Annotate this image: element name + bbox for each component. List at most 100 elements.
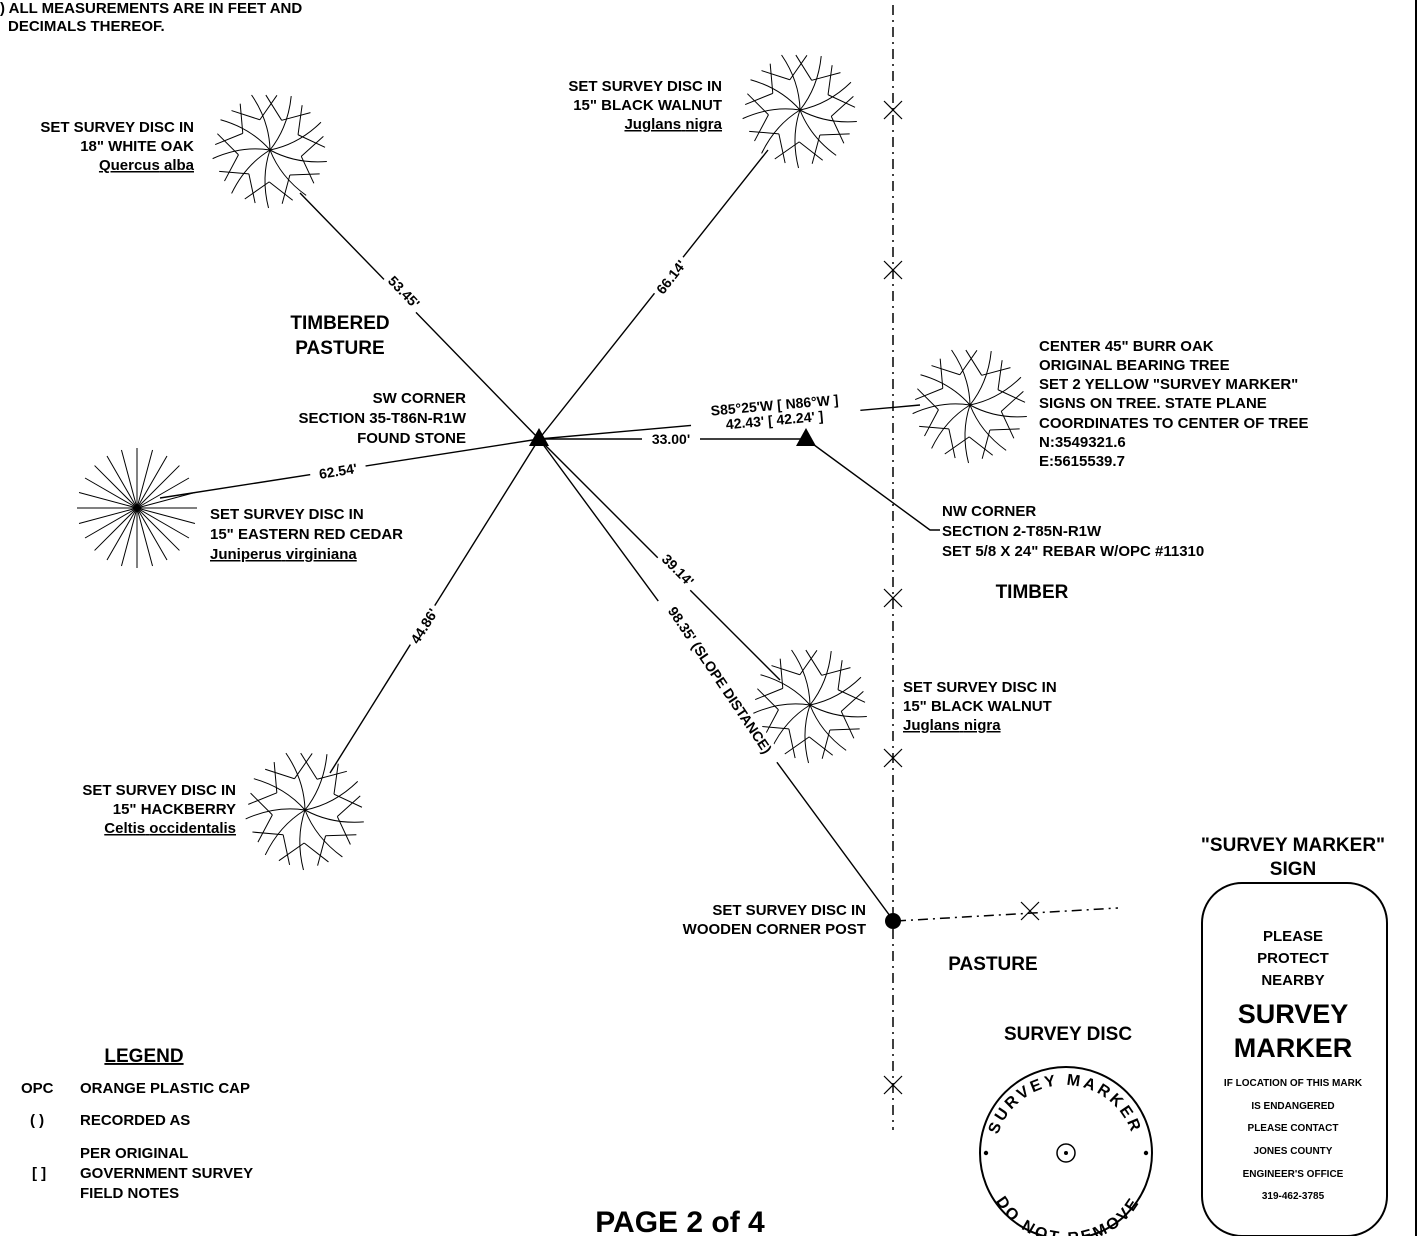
- svg-text:SET SURVEY DISC IN: SET SURVEY DISC IN: [82, 782, 236, 799]
- svg-text:N:3549321.6: N:3549321.6: [1039, 434, 1126, 451]
- dist-corner-post: 98.35' (SLOPE DISTANCE): [665, 604, 775, 757]
- page-number: PAGE 2 of 4: [595, 1206, 765, 1236]
- svg-text:SECTION 35-T86N-R1W: SECTION 35-T86N-R1W: [298, 410, 466, 427]
- svg-text:15" HACKBERRY: 15" HACKBERRY: [113, 801, 236, 818]
- area-label-timbered-pasture: PASTURE: [295, 338, 384, 359]
- note-line-1: ) ALL MEASUREMENTS ARE IN FEET AND: [0, 0, 302, 17]
- disc-top-text: SURVEY MARKER: [986, 1072, 1145, 1137]
- svg-text:COORDINATES TO CENTER OF TREE: COORDINATES TO CENTER OF TREE: [1039, 415, 1308, 432]
- svg-text:FIELD NOTES: FIELD NOTES: [80, 1185, 179, 1202]
- black-walnut-north-tree: [742, 54, 857, 169]
- burr-oak-tree: [912, 349, 1027, 464]
- tree-symbols: [77, 54, 1027, 871]
- svg-text:SIGNS ON TREE. STATE PLANE: SIGNS ON TREE. STATE PLANE: [1039, 395, 1267, 412]
- area-label-pasture: PASTURE: [948, 954, 1037, 975]
- svg-text:15" BLACK WALNUT: 15" BLACK WALNUT: [573, 97, 722, 114]
- svg-text:PLEASE CONTACT: PLEASE CONTACT: [1248, 1123, 1339, 1134]
- svg-text:Juglans nigra: Juglans nigra: [624, 116, 722, 133]
- dist-nw-corner: 33.00': [652, 431, 690, 447]
- disc-bottom-text: DO NOT REMOVE: [992, 1194, 1144, 1236]
- white-oak-tree: [212, 94, 327, 209]
- fence-post-mark: [883, 260, 903, 280]
- svg-text:SET SURVEY DISC IN: SET SURVEY DISC IN: [712, 902, 866, 919]
- fence-line-horizontal: [895, 907, 1119, 922]
- hackberry-tree: [245, 752, 364, 871]
- svg-text:GOVERNMENT SURVEY: GOVERNMENT SURVEY: [80, 1165, 253, 1182]
- survey-disc-illustration: SURVEY DISC SURVEY MARKER DO NOT REMOVE: [979, 1024, 1153, 1236]
- sw-corner-label: SW CORNER SECTION 35-T86N-R1W FOUND STON…: [298, 390, 466, 447]
- burr-oak-label: CENTER 45" BURR OAK ORIGINAL BEARING TRE…: [1039, 338, 1308, 470]
- svg-text:Quercus alba: Quercus alba: [99, 157, 195, 174]
- svg-text:PLEASE: PLEASE: [1263, 928, 1323, 945]
- red-cedar-label: SET SURVEY DISC IN 15" EASTERN RED CEDAR…: [210, 506, 403, 563]
- leader-nw-corner: [805, 438, 940, 531]
- svg-text:ENGINEER'S OFFICE: ENGINEER'S OFFICE: [1243, 1169, 1344, 1180]
- fence-post-marks: [883, 100, 1040, 1095]
- svg-text:SET SURVEY DISC IN: SET SURVEY DISC IN: [40, 119, 194, 136]
- black-walnut-north-label: SET SURVEY DISC IN 15" BLACK WALNUT Jugl…: [568, 78, 722, 133]
- survey-disc-title: SURVEY DISC: [1004, 1024, 1132, 1045]
- legend: LEGEND OPC ORANGE PLASTIC CAP ( ) RECORD…: [21, 1046, 253, 1202]
- area-label-timbered: TIMBERED: [290, 313, 389, 334]
- fence-post-mark: [883, 100, 903, 120]
- fence-post-mark: [883, 748, 903, 768]
- black-walnut-south-tree: [752, 649, 867, 764]
- svg-text:15" BLACK WALNUT: 15" BLACK WALNUT: [903, 698, 1052, 715]
- svg-text:MARKER: MARKER: [1234, 1033, 1353, 1063]
- black-walnut-south-label: SET SURVEY DISC IN 15" BLACK WALNUT Jugl…: [903, 679, 1057, 734]
- nw-corner-label: NW CORNER SECTION 2-T85N-R1W SET 5/8 X 2…: [942, 503, 1204, 560]
- svg-text:ORANGE PLASTIC CAP: ORANGE PLASTIC CAP: [80, 1080, 250, 1097]
- legend-title: LEGEND: [104, 1046, 183, 1067]
- svg-text:CENTER 45" BURR OAK: CENTER 45" BURR OAK: [1039, 338, 1214, 355]
- svg-text:319-462-3785: 319-462-3785: [1262, 1191, 1325, 1202]
- measurements: 53.45' 66.14' S85°25'W [ N86°W ] 42.43' …: [308, 253, 862, 768]
- fence-post-mark: [883, 1075, 903, 1095]
- svg-text:OPC: OPC: [21, 1080, 54, 1097]
- sw-corner-stone-marker: [529, 428, 549, 446]
- svg-text:Juglans nigra: Juglans nigra: [903, 717, 1001, 734]
- svg-text:SET 2 YELLOW "SURVEY MARKER": SET 2 YELLOW "SURVEY MARKER": [1039, 376, 1298, 393]
- svg-text:15" EASTERN RED CEDAR: 15" EASTERN RED CEDAR: [210, 526, 403, 543]
- dist-hackberry: 44.86': [407, 605, 441, 646]
- sign-title-2: SIGN: [1270, 859, 1316, 880]
- svg-text:SET SURVEY DISC IN: SET SURVEY DISC IN: [568, 78, 722, 95]
- svg-text:ORIGINAL BEARING TREE: ORIGINAL BEARING TREE: [1039, 357, 1230, 374]
- dist-walnut-south: 39.14': [659, 551, 697, 589]
- nw-corner-rebar-marker: [796, 428, 816, 446]
- dist-red-cedar: 62.54': [318, 460, 358, 482]
- svg-text:Celtis occidentalis: Celtis occidentalis: [104, 820, 236, 837]
- area-label-timber: TIMBER: [996, 582, 1069, 603]
- svg-text:SET SURVEY DISC IN: SET SURVEY DISC IN: [903, 679, 1057, 696]
- dist-white-oak: 53.45': [385, 273, 423, 312]
- svg-text:[ ]: [ ]: [32, 1165, 46, 1182]
- fence-post-mark: [1020, 901, 1040, 921]
- svg-text:IS ENDANGERED: IS ENDANGERED: [1251, 1101, 1334, 1112]
- svg-text:NW CORNER: NW CORNER: [942, 503, 1036, 520]
- corner-post-marker: [885, 913, 901, 929]
- svg-text:IF LOCATION OF THIS MARK: IF LOCATION OF THIS MARK: [1224, 1078, 1363, 1089]
- svg-text:RECORDED AS: RECORDED AS: [80, 1112, 190, 1129]
- svg-text:SET SURVEY DISC IN: SET SURVEY DISC IN: [210, 506, 364, 523]
- svg-text:SW CORNER: SW CORNER: [373, 390, 467, 407]
- svg-text:( ): ( ): [30, 1112, 44, 1129]
- svg-text:PER ORIGINAL: PER ORIGINAL: [80, 1145, 188, 1162]
- svg-text:JONES COUNTY: JONES COUNTY: [1254, 1146, 1333, 1157]
- svg-text:WOODEN CORNER POST: WOODEN CORNER POST: [683, 921, 866, 938]
- line-walnut-north: [538, 149, 769, 440]
- svg-text:SET 5/8 X 24" REBAR W/OPC #113: SET 5/8 X 24" REBAR W/OPC #11310: [942, 543, 1204, 560]
- corner-post-label: SET SURVEY DISC IN WOODEN CORNER POST: [683, 902, 866, 938]
- svg-text:SURVEY: SURVEY: [1238, 999, 1349, 1029]
- svg-text:NEARBY: NEARBY: [1261, 972, 1324, 989]
- survey-marker-sign: "SURVEY MARKER" SIGN PLEASE PROTECT NEAR…: [1201, 835, 1388, 1236]
- line-white-oak: [299, 192, 540, 440]
- svg-text:Juniperus virginiana: Juniperus virginiana: [210, 546, 357, 563]
- red-cedar-tree: [77, 448, 197, 568]
- svg-text:18" WHITE OAK: 18" WHITE OAK: [80, 138, 194, 155]
- note-line-2: DECIMALS THEREOF.: [8, 18, 165, 35]
- sign-title-1: "SURVEY MARKER": [1201, 835, 1385, 856]
- svg-text:FOUND STONE: FOUND STONE: [357, 430, 466, 447]
- svg-text:E:5615539.7: E:5615539.7: [1039, 453, 1125, 470]
- white-oak-label: SET SURVEY DISC IN 18" WHITE OAK Quercus…: [40, 119, 194, 174]
- svg-text:SECTION 2-T85N-R1W: SECTION 2-T85N-R1W: [942, 523, 1102, 540]
